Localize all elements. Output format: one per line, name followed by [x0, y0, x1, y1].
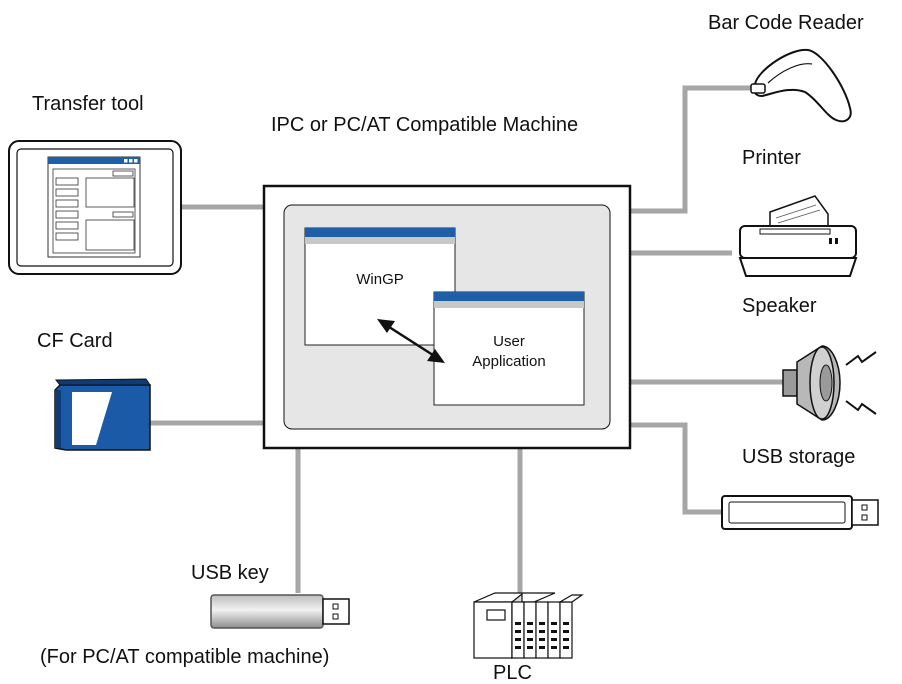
line-usb-storage [630, 422, 722, 515]
wingp-title-bar [305, 228, 455, 237]
wingp-window [304, 227, 456, 346]
double-arrow-icon [377, 319, 445, 363]
main-machine [262, 184, 632, 450]
printer-label: Printer [742, 147, 801, 169]
plc-icon [473, 592, 584, 660]
bar-code-reader-icon [750, 48, 852, 123]
transfer-tool-label: Transfer tool [32, 93, 144, 115]
usb-storage-label: USB storage [742, 446, 856, 468]
plc-label: PLC [493, 662, 532, 684]
usb-key-icon [210, 594, 350, 629]
cf-card-icon [54, 378, 151, 451]
wingp-window-label: WinGP [356, 271, 404, 288]
transfer-tool-icon [8, 140, 182, 275]
printer-icon [738, 195, 858, 277]
line-bar-code-reader [630, 85, 752, 214]
usb-key-note: (For PC/AT compatible machine) [40, 646, 330, 668]
usb-storage-icon [721, 495, 879, 530]
cf-card-label: CF Card [37, 330, 113, 352]
user-app-title-bar [434, 292, 584, 301]
user-app-label-line2: Application [472, 353, 546, 371]
user-app-window-label: User Application [434, 332, 584, 373]
user-app-window [433, 291, 585, 406]
user-app-label-line1: User [493, 333, 525, 350]
usb-key-label: USB key [191, 562, 269, 584]
speaker-icon [782, 345, 877, 421]
connector-lines [148, 85, 783, 595]
bar-code-reader-label: Bar Code Reader [708, 12, 864, 34]
speaker-label: Speaker [742, 295, 817, 317]
main-machine-label: IPC or PC/AT Compatible Machine [271, 114, 579, 136]
